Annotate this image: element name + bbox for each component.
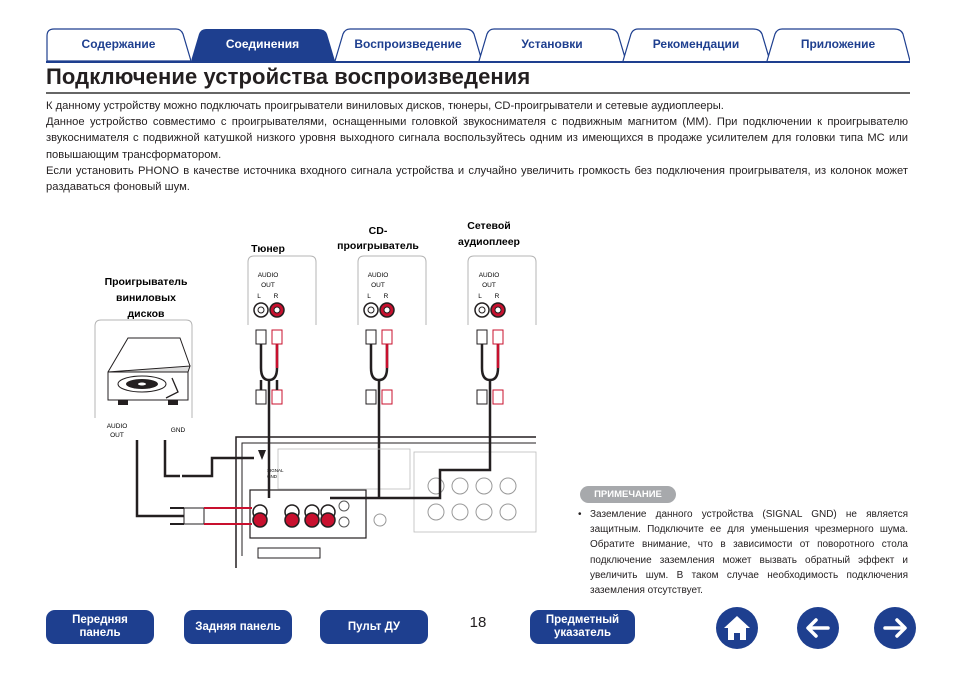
svg-text:OUT: OUT bbox=[482, 282, 496, 289]
bullet: • bbox=[578, 509, 582, 520]
note-text: • Заземление данного устройства (SIGNAL … bbox=[578, 507, 908, 598]
turntable-label: дисков bbox=[128, 308, 165, 320]
svg-text:L: L bbox=[478, 293, 482, 300]
front-panel-button[interactable]: Передняя панель bbox=[46, 610, 154, 644]
signal-gnd-label: SIGNAL bbox=[267, 468, 284, 473]
arrow-left-icon bbox=[806, 618, 830, 638]
intro-paragraph: К данному устройству можно подключать пр… bbox=[46, 100, 724, 112]
svg-text:GND: GND bbox=[171, 427, 186, 434]
network-player-cable bbox=[476, 329, 504, 450]
svg-text:R: R bbox=[274, 293, 279, 300]
intro-paragraph: Данное устройство совместимо с проигрыва… bbox=[46, 116, 908, 161]
remote-control-button[interactable]: Пульт ДУ bbox=[320, 610, 428, 644]
svg-text:L: L bbox=[257, 293, 261, 300]
tab-settings[interactable]: Установки bbox=[478, 28, 626, 61]
svg-text:OUT: OUT bbox=[261, 282, 275, 289]
network-player-device: AUDIO OUT L R bbox=[467, 255, 537, 325]
note-badge: ПРИМЕЧАНИЕ bbox=[580, 486, 676, 503]
tuner-device: AUDIO OUT L R bbox=[247, 255, 317, 325]
svg-text:L: L bbox=[367, 293, 371, 300]
network-player-label: Сетевой bbox=[467, 220, 510, 232]
turntable-label: Проигрыватель bbox=[105, 276, 188, 288]
index-button[interactable]: Предметный указатель bbox=[530, 610, 635, 644]
cd-label: проигрыватель bbox=[337, 240, 419, 252]
page-title: Подключение устройства воспроизведения bbox=[46, 64, 531, 89]
tab-tips[interactable]: Рекомендации bbox=[622, 28, 770, 61]
tab-appendix[interactable]: Приложение bbox=[766, 28, 910, 61]
turntable-label: виниловых bbox=[116, 292, 176, 304]
cd-player-device: AUDIO OUT L R bbox=[357, 255, 427, 325]
tab-connections[interactable]: Соединения bbox=[190, 28, 335, 61]
connection-diagram: Проигрыватель виниловых дисков Тюнер CD-… bbox=[94, 220, 537, 568]
svg-text:OUT: OUT bbox=[110, 432, 124, 439]
cd-cable bbox=[365, 329, 393, 450]
page-number: 18 bbox=[469, 614, 487, 631]
title-divider bbox=[46, 92, 910, 94]
svg-text:AUDIO: AUDIO bbox=[258, 272, 279, 279]
tuner-label: Тюнер bbox=[251, 243, 285, 255]
arrow-right-icon bbox=[883, 618, 907, 638]
turntable-device: AUDIO OUT GND bbox=[94, 319, 193, 439]
tab-contents[interactable]: Содержание bbox=[46, 28, 191, 61]
svg-text:AUDIO: AUDIO bbox=[368, 272, 389, 279]
svg-text:AUDIO: AUDIO bbox=[107, 423, 128, 430]
home-button[interactable] bbox=[716, 607, 758, 649]
note-body: Заземление данного устройства (SIGNAL GN… bbox=[590, 509, 908, 597]
rear-panel-button[interactable]: Задняя панель bbox=[184, 610, 292, 644]
tab-underline bbox=[46, 61, 910, 63]
network-player-label: аудиоплеер bbox=[458, 236, 520, 248]
signal-gnd-label: GND bbox=[267, 474, 278, 479]
source-to-amp-lines bbox=[267, 444, 492, 500]
tab-bar: Содержание Соединения Воспроизведение Ус… bbox=[46, 28, 910, 62]
intro-text: К данному устройству можно подключать пр… bbox=[46, 98, 908, 195]
cd-label: CD- bbox=[369, 225, 388, 237]
intro-paragraph: Если установить PHONO в качестве источни… bbox=[46, 164, 908, 194]
svg-text:AUDIO: AUDIO bbox=[479, 272, 500, 279]
forward-button[interactable] bbox=[874, 607, 916, 649]
svg-text:R: R bbox=[384, 293, 389, 300]
home-icon bbox=[724, 616, 750, 640]
svg-text:R: R bbox=[495, 293, 500, 300]
tuner-cable bbox=[255, 329, 283, 444]
tab-playback[interactable]: Воспроизведение bbox=[334, 28, 482, 61]
svg-text:OUT: OUT bbox=[371, 282, 385, 289]
amplifier-rear-panel: SIGNAL GND bbox=[235, 436, 537, 568]
back-button[interactable] bbox=[797, 607, 839, 649]
turntable-cable bbox=[135, 440, 254, 525]
